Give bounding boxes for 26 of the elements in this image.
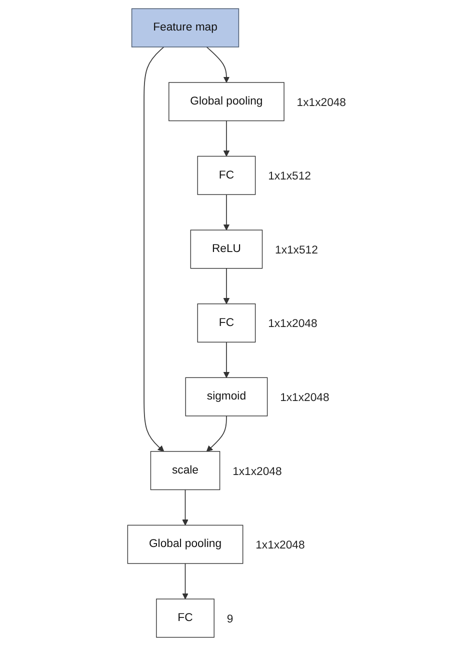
- node-box: Global pooling: [168, 82, 285, 121]
- dimension-label: 1x1x2048: [232, 465, 282, 478]
- dimension-label: 1x1x512: [268, 170, 312, 182]
- arrow: [206, 415, 228, 452]
- dimension-label: 1x1x2048: [296, 96, 346, 108]
- dimension-label: 9: [227, 612, 234, 625]
- arrow: [182, 488, 189, 525]
- arrow: [224, 120, 230, 156]
- node-box: ReLU: [190, 229, 263, 268]
- dimension-label: 1x1x2048: [280, 392, 330, 404]
- arrow: [224, 341, 230, 378]
- arrow: [182, 562, 189, 599]
- node-box: Feature map: [132, 8, 240, 47]
- node-box: scale: [150, 450, 220, 490]
- dimension-label: 1x1x2048: [268, 318, 318, 330]
- arrow: [224, 267, 230, 304]
- arrow: [224, 194, 230, 230]
- dimension-label: 1x1x2048: [256, 539, 305, 552]
- node-box: sigmoid: [185, 376, 268, 416]
- arrow: [206, 46, 230, 82]
- node-box: FC: [197, 302, 256, 342]
- node-box: Global pooling: [127, 524, 244, 564]
- arrow: [144, 46, 164, 452]
- node-box: FC: [197, 155, 256, 194]
- dimension-label: 1x1x512: [275, 244, 318, 256]
- node-box: FC: [156, 598, 215, 638]
